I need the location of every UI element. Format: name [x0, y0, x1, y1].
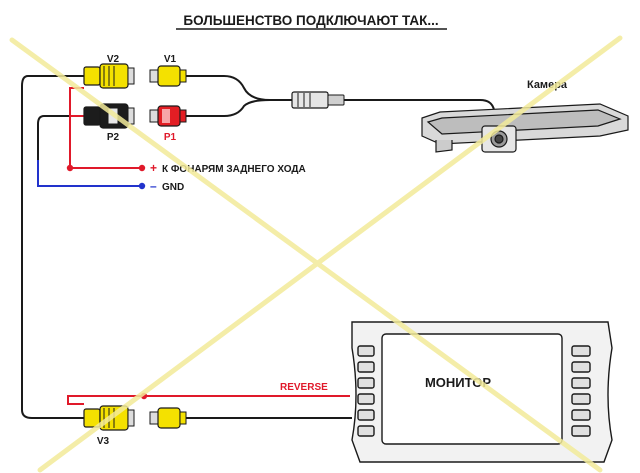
monitor-unit — [351, 321, 613, 463]
diagram-title: БОЛЬШЕНСТВО ПОДКЛЮЧАЮТ ТАК... — [183, 13, 438, 28]
rca-monitor-connector — [149, 407, 187, 429]
rca-p1-connector — [149, 105, 187, 127]
gnd-wire — [37, 160, 142, 187]
rca-v1-connector — [149, 65, 187, 87]
cross-line-1 — [9, 37, 603, 473]
label-v2: V2 — [107, 54, 120, 65]
red-junction-dots — [66, 164, 148, 400]
left-button-column — [357, 345, 375, 437]
junction-dot — [138, 164, 146, 172]
cross-line-2 — [37, 35, 623, 473]
p2-power-lead — [37, 115, 84, 160]
junction-dot — [66, 164, 74, 172]
rca-v2-connector — [83, 63, 135, 89]
camera-plug — [291, 91, 345, 109]
camera-cable — [344, 99, 495, 111]
camera-cable-p1 — [186, 99, 271, 117]
v2-v3-video-cable — [21, 75, 84, 419]
label-v3: V3 — [97, 436, 110, 447]
cross-out-mark — [9, 35, 623, 473]
right-button-column — [571, 345, 591, 437]
plus-sign: + — [150, 161, 157, 175]
black-wires — [21, 75, 495, 419]
minus-sign: – — [150, 179, 157, 193]
gnd-wire-group — [37, 160, 142, 187]
label-v1: V1 — [164, 54, 177, 65]
camera-icon — [421, 103, 629, 153]
junction-dot — [138, 182, 146, 190]
reverse-label: REVERSE — [280, 382, 328, 393]
reverse-wire — [67, 395, 350, 405]
reverse-lights-label: К ФОНАРЯМ ЗАДНЕГО ХОДА — [162, 164, 306, 175]
camera-cable-v1 — [186, 75, 292, 101]
label-p2: P2 — [107, 132, 120, 143]
gnd-label: GND — [162, 182, 184, 193]
label-p1: P1 — [164, 132, 177, 143]
monitor-screen — [381, 333, 563, 445]
